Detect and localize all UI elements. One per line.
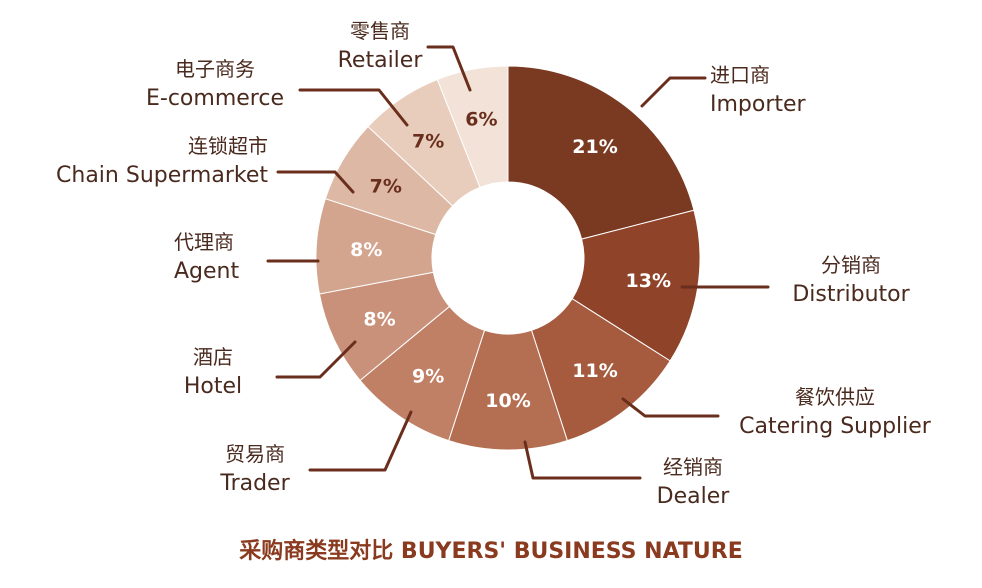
- category-label-en-distributor: Distributor: [792, 282, 910, 307]
- percent-label-catering-supplier: 11%: [572, 360, 617, 382]
- percent-label-hotel: 8%: [363, 308, 395, 330]
- percent-label-distributor: 13%: [626, 270, 671, 292]
- slice-percent-labels: 21% 13% 11% 10% 9% 8% 8% 7% 7% 6%: [350, 109, 671, 412]
- category-label-en-dealer: Dealer: [657, 484, 731, 509]
- category-label-cn-e-commerce: 电子商务: [175, 57, 255, 81]
- category-label-en-retailer: Retailer: [338, 48, 424, 73]
- category-label-en-chain-supermarket: Chain Supermarket: [56, 163, 268, 188]
- leader-line-catering-supplier: [621, 397, 720, 418]
- percent-label-trader: 9%: [412, 365, 444, 387]
- percent-label-importer: 21%: [572, 136, 617, 158]
- category-label-cn-hotel: 酒店: [193, 345, 233, 369]
- leader-lines: [266, 45, 770, 480]
- leader-line-hotel: [275, 340, 357, 379]
- category-labels: 进口商 Importer 分销商 Distributor 餐饮供应 Catering Su…: [56, 19, 932, 509]
- leader-line-chain-supermarket: [276, 170, 355, 194]
- category-label-cn-distributor: 分销商: [821, 253, 881, 277]
- category-label-en-agent: Agent: [174, 259, 239, 284]
- leader-line-trader: [308, 410, 413, 472]
- leader-line-e-commerce: [298, 88, 409, 127]
- category-label-en-catering-supplier: Catering Supplier: [739, 414, 932, 439]
- category-label-en-trader: Trader: [219, 471, 290, 496]
- chart-title: 采购商类型对比 BUYERS' BUSINESS NATURE: [239, 538, 742, 564]
- slice-importer: [507, 65, 695, 240]
- category-label-en-hotel: Hotel: [184, 374, 242, 399]
- percent-label-e-commerce: 7%: [412, 131, 444, 153]
- category-label-cn-catering-supplier: 餐饮供应: [795, 385, 875, 409]
- chart-title-cn: 采购商类型对比: [239, 538, 401, 564]
- category-label-en-e-commerce: E-commerce: [146, 86, 284, 111]
- category-label-cn-chain-supermarket: 连锁超市: [188, 134, 268, 158]
- category-label-cn-dealer: 经销商: [663, 455, 723, 479]
- category-label-cn-agent: 代理商: [174, 230, 234, 254]
- percent-label-dealer: 10%: [485, 390, 530, 412]
- percent-label-agent: 8%: [350, 239, 382, 261]
- category-label-cn-importer: 进口商: [710, 63, 770, 87]
- category-label-cn-trader: 贸易商: [225, 442, 285, 466]
- leader-line-importer: [640, 76, 707, 108]
- percent-label-retailer: 6%: [465, 109, 497, 131]
- slice-distributor: [571, 209, 701, 362]
- chart-title-en: BUYERS' BUSINESS NATURE: [401, 539, 743, 564]
- category-label-cn-retailer: 零售商: [350, 19, 410, 43]
- category-label-en-importer: Importer: [710, 92, 807, 117]
- slice-retailer: [436, 65, 509, 188]
- leader-line-retailer: [426, 45, 472, 92]
- percent-label-chain-supermarket: 7%: [370, 176, 402, 198]
- leader-line-dealer: [523, 440, 642, 480]
- donut-slices: [315, 65, 701, 451]
